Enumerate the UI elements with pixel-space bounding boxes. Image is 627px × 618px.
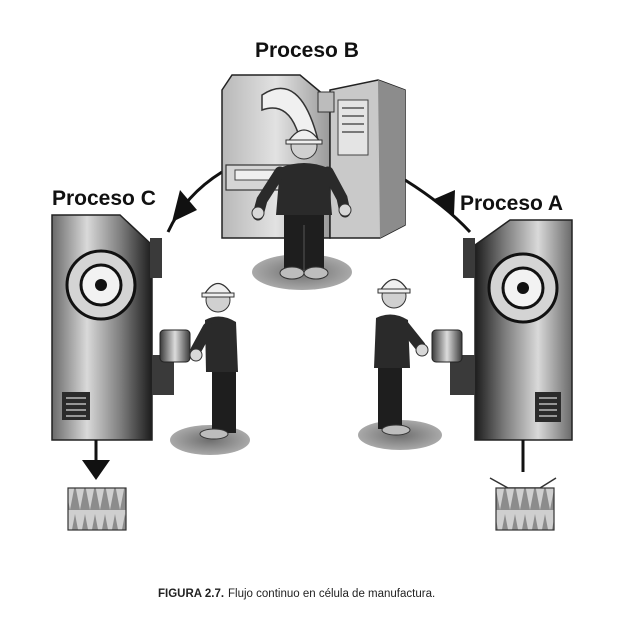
output-a (489, 440, 557, 531)
figure-caption-text: Flujo continuo en célula de manufactura. (228, 588, 436, 600)
worker-a (374, 278, 429, 436)
worker-b (251, 129, 352, 280)
label-proceso-b: Proceso B (255, 39, 359, 62)
output-bin-c (67, 487, 127, 531)
worker-c (189, 282, 238, 440)
arrowhead-icon (432, 190, 455, 215)
figure-caption: FIGURA 2.7.Flujo continuo en célula de m… (158, 588, 435, 600)
label-proceso-c: Proceso C (52, 187, 156, 210)
machine-c (51, 214, 191, 441)
label-proceso-a: Proceso A (460, 192, 564, 215)
chuck-c (159, 329, 191, 363)
chuck-a (431, 329, 463, 363)
output-c (67, 440, 127, 531)
machine-a (431, 219, 573, 441)
flow-arrow-a-to-b (404, 178, 472, 234)
arrowhead-icon (172, 190, 197, 222)
down-arrow-icon (82, 460, 110, 480)
output-bin-a (495, 487, 555, 531)
figure-number: FIGURA 2.7. (158, 588, 225, 600)
flow-arrow-b-to-c (166, 170, 223, 233)
